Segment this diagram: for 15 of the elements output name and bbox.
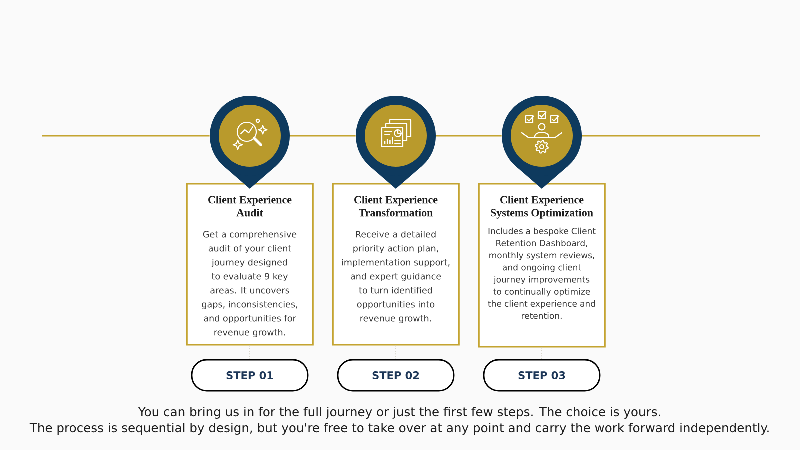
timeline-line [436, 135, 502, 137]
timeline-line [290, 135, 356, 137]
step-pill: STEP 02 [337, 359, 455, 392]
timeline-line [582, 135, 760, 137]
note-text: You can bring us in for the full journey or just the first few steps. The choice is yours. [138, 407, 660, 419]
note-text: The process is sequential by design, but you're free to take over at any point and carry the work forward independently. [30, 423, 769, 435]
card-title: Client Experience Systems Optimization [491, 196, 594, 219]
card-title: Client Experience Audit [208, 196, 292, 217]
card-description: Get a comprehensive audit of your client journey designed to evaluate 9 key areas. It uncovers gaps, inconsistencies, and opportunities for revenue growth. [202, 231, 298, 338]
step-pill: STEP 03 [483, 359, 601, 392]
card-description: Includes a bespoke Client Retention Dashboard, monthly system reviews, and ongoing client journey improvements to continually optimize the client experience and retention. [488, 228, 596, 320]
card-description: Receive a detailed priority action plan, implementation support, and expert guidance to turn identified opportunities into revenue growth. [342, 231, 450, 324]
card-title: Client Experience Transformation [354, 196, 438, 217]
timeline-line [42, 135, 210, 137]
step-pill: STEP 01 [191, 359, 309, 392]
